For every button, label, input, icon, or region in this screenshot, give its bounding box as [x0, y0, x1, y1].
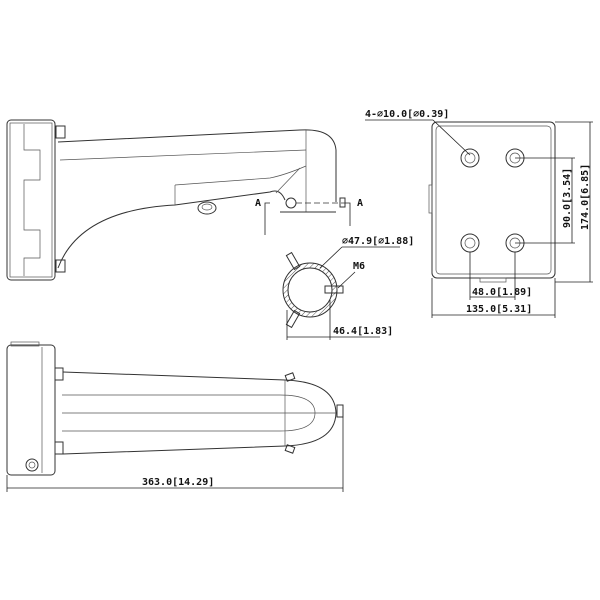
- mounting-hole: [460, 148, 480, 168]
- total-length-label: 363.0[14.29]: [142, 477, 214, 488]
- mounting-hole: [460, 233, 480, 253]
- top-view: 363.0[14.29]: [6, 341, 344, 492]
- mounting-plate-view: 4-⌀10.0[⌀0.39] 90.0[3.54] 174.0[6.85] 48…: [365, 109, 593, 318]
- pipe-diameter-label: ⌀47.9[⌀1.88]: [342, 236, 414, 247]
- hole-spec-label: 4-⌀10.0[⌀0.39]: [365, 109, 449, 120]
- pipe-section: ⌀47.9[⌀1.88] M6 46.4[1.83]: [282, 236, 414, 340]
- screw-label: M6: [353, 261, 365, 272]
- section-label-left: A: [255, 198, 261, 209]
- plate-height-label: 174.0[6.85]: [580, 164, 591, 230]
- hole-horizontal-spacing-label: 48.0[1.89]: [472, 287, 532, 298]
- hole-vertical-spacing-label: 90.0[3.54]: [562, 168, 573, 228]
- side-view: A A: [6, 119, 363, 281]
- pipe-offset-label: 46.4[1.83]: [333, 326, 393, 337]
- section-label-right: A: [357, 198, 363, 209]
- plate-width-label: 135.0[5.31]: [466, 304, 532, 315]
